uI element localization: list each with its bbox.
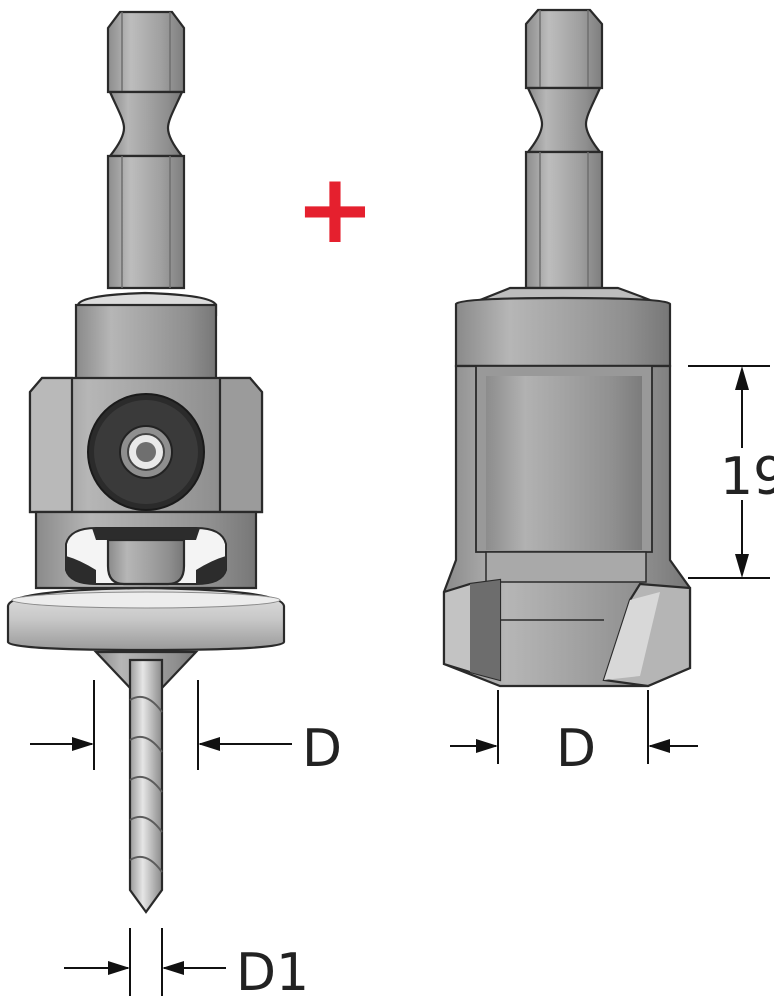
- countersink-drill-tool: [6, 10, 286, 914]
- right-hex-shank-lower: [524, 150, 604, 290]
- dimension-drill-diameter: D1: [64, 928, 309, 1000]
- plug-diameter-label: D: [556, 719, 596, 779]
- dimension-plug-depth: 19: [688, 365, 774, 579]
- dimension-plug-diameter: D: [450, 690, 698, 779]
- dimension-countersink-diameter: D: [30, 680, 342, 779]
- drill-diameter-label: D1: [236, 943, 309, 1000]
- right-top-band: [454, 296, 672, 368]
- left-drill-bit: [128, 658, 164, 914]
- left-hex-shank-upper: [106, 10, 186, 94]
- countersink-diameter-label: D: [302, 719, 342, 779]
- left-hex-shank-lower: [106, 154, 186, 290]
- plus-sign: +: [295, 153, 375, 265]
- plug-cutter-tool: [442, 8, 692, 688]
- plug-depth-label: 19: [720, 447, 774, 507]
- hex-socket-screw-icon: [87, 393, 205, 511]
- left-shank-neck: [107, 90, 185, 158]
- right-hex-shank-upper: [524, 8, 604, 90]
- left-inner-drill-chuck: [106, 538, 186, 586]
- right-shank-neck: [525, 86, 603, 154]
- left-upper-body: [74, 303, 218, 385]
